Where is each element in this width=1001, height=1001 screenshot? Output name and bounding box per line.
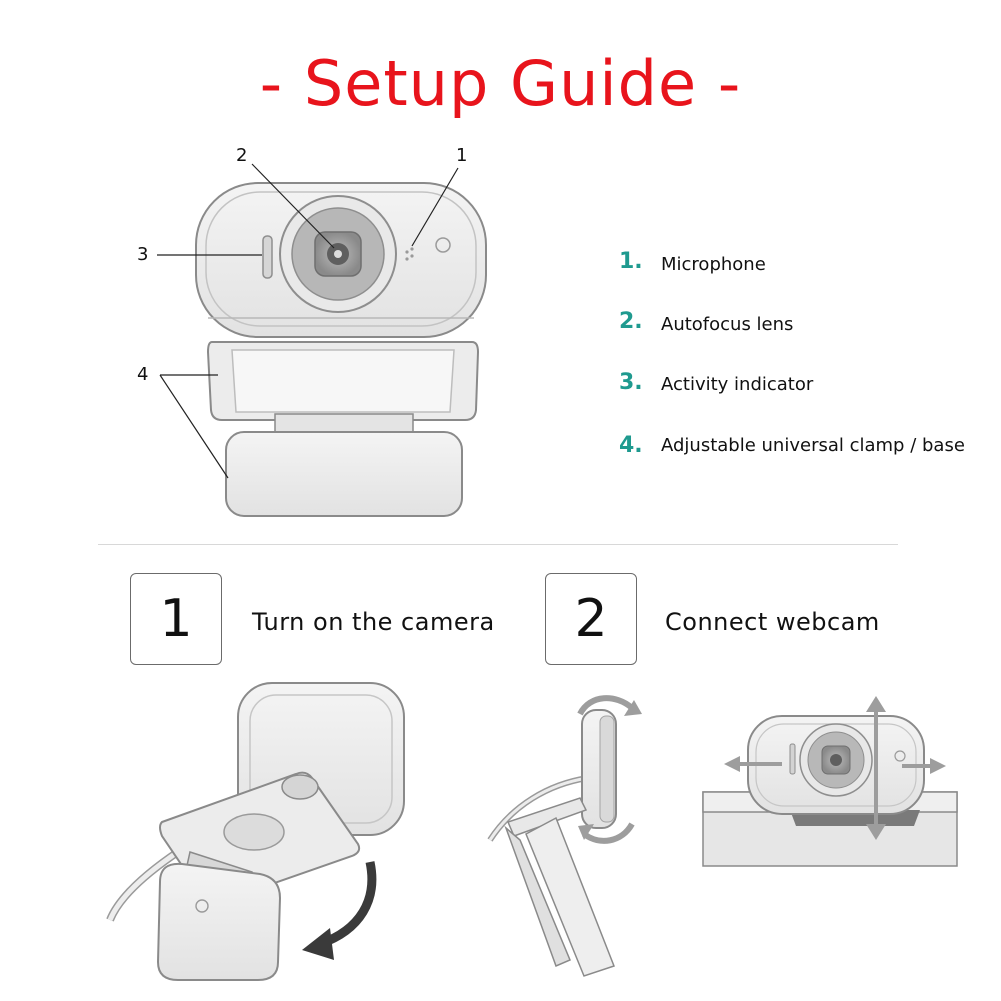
step-1-label: Turn on the camera: [252, 608, 495, 636]
logitech-logo-icon: [435, 237, 451, 253]
step-2-label: Connect webcam: [665, 608, 880, 636]
activity-indicator: [262, 235, 273, 279]
legend-text: Autofocus lens: [661, 314, 794, 335]
callout-2: 2: [236, 145, 248, 166]
page-title: - Setup Guide -: [259, 47, 742, 120]
legend-num: 2.: [619, 309, 643, 334]
callout-4: 4: [137, 364, 149, 385]
legend-num: 1.: [619, 249, 643, 274]
microphone: [405, 247, 414, 261]
legend-text: Microphone: [661, 254, 766, 275]
step-1-illustration: [106, 682, 405, 981]
clamp-base: [225, 431, 463, 517]
step-2-number-box: 2: [545, 573, 637, 665]
logitech-logo-icon: [894, 750, 906, 762]
step-1-number-box: 1: [130, 573, 222, 665]
legend-num: 3.: [619, 370, 643, 395]
legend-num: 4.: [619, 433, 643, 458]
legend-text: Adjustable universal clamp / base: [661, 435, 965, 456]
callout-3: 3: [137, 244, 149, 265]
callout-1: 1: [456, 145, 468, 166]
step-2-side-illustration: [487, 695, 642, 977]
step-2-monitor-illustration: [702, 696, 958, 867]
section-divider: [98, 544, 898, 545]
logitech-logo-icon: [195, 899, 209, 913]
legend-text: Activity indicator: [661, 374, 814, 395]
